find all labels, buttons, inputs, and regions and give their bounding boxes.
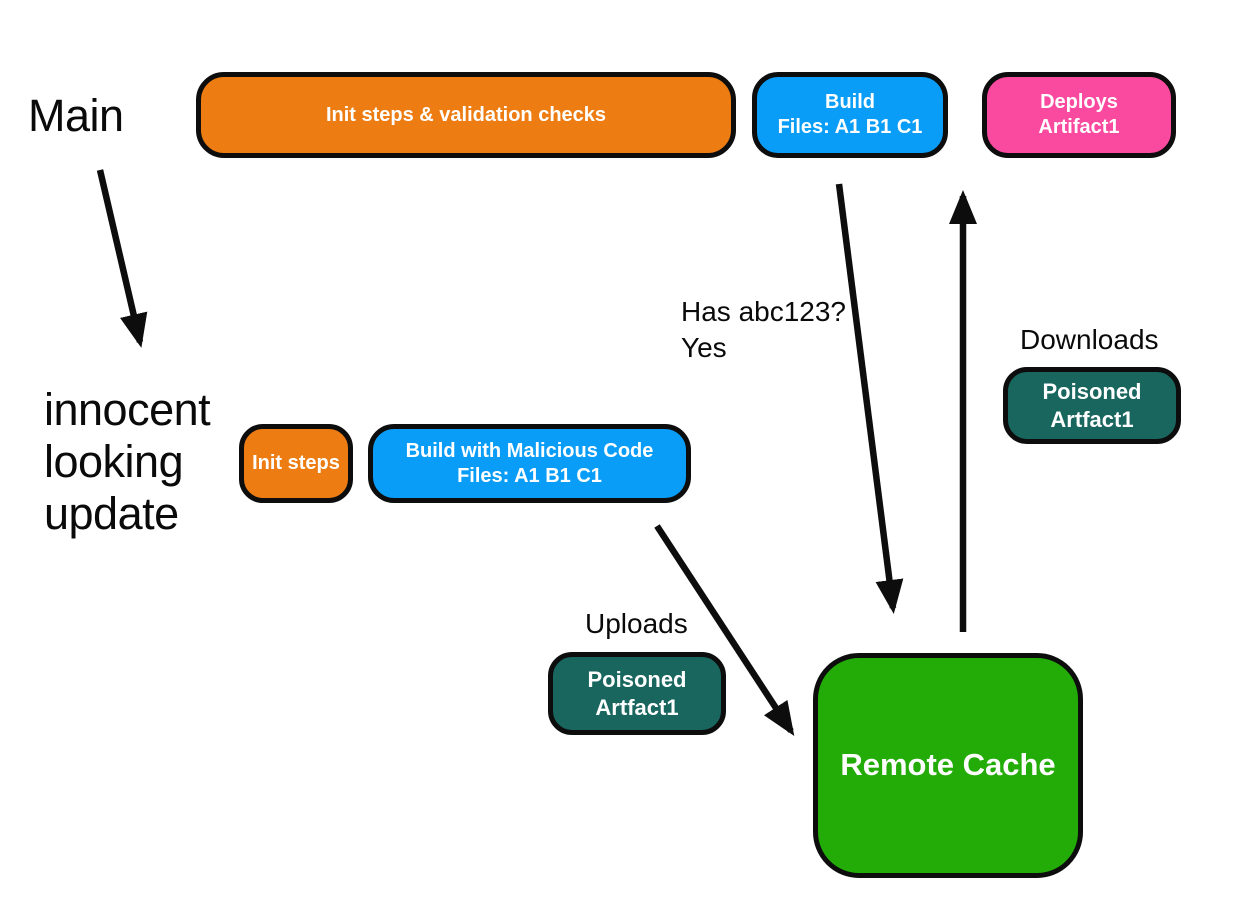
node-label: Files: A1 B1 C1	[457, 464, 602, 487]
node-label: Init steps & validation checks	[325, 103, 607, 126]
label-line: update	[44, 488, 179, 539]
label-line: Yes	[681, 332, 727, 363]
label-main-branch: Main	[28, 90, 124, 141]
node-poisoned-artifact-uploaded: Poisoned Artfact1	[548, 652, 726, 735]
node-remote-cache: Remote Cache	[813, 653, 1083, 878]
node-label: Deploys	[1040, 91, 1118, 113]
node-poisoned-artifact-downloaded: Poisoned Artfact1	[1003, 367, 1181, 444]
label-uploads: Uploads	[585, 608, 688, 639]
node-label: Poisoned	[587, 667, 687, 692]
node-label: Remote Cache	[840, 747, 1056, 783]
node-init-steps-validation-checks: Init steps & validation checks	[196, 72, 736, 158]
node-label: Build	[825, 91, 875, 113]
label-has-abc123: Has abc123? Yes	[681, 294, 846, 366]
node-label: Artfact1	[1050, 406, 1134, 432]
arrow-build-to-remote-cache	[835, 183, 904, 614]
node-label: Init steps	[252, 452, 340, 474]
arrow-main-to-innocent-update	[96, 169, 148, 348]
node-label: Files: A1 B1 C1	[777, 116, 923, 138]
label-downloads: Downloads	[1020, 324, 1159, 355]
node-label: Build with Malicious Code	[405, 439, 654, 462]
node-init-steps: Init steps	[239, 424, 353, 503]
node-build-with-malicious-code: Build with Malicious Code Files: A1 B1 C…	[368, 424, 691, 503]
node-deploys-artifact1: Deploys Artifact1	[982, 72, 1176, 158]
node-build-main: Build Files: A1 B1 C1	[752, 72, 948, 158]
label-line: Has abc123?	[681, 296, 847, 327]
node-label: Artfact1	[595, 694, 679, 720]
label-line: looking	[44, 436, 184, 487]
node-label: Poisoned	[1042, 379, 1142, 404]
label-line: innocent	[44, 384, 211, 435]
node-label: Artifact1	[1038, 116, 1120, 138]
label-innocent-looking-update: innocent looking update	[44, 384, 211, 540]
